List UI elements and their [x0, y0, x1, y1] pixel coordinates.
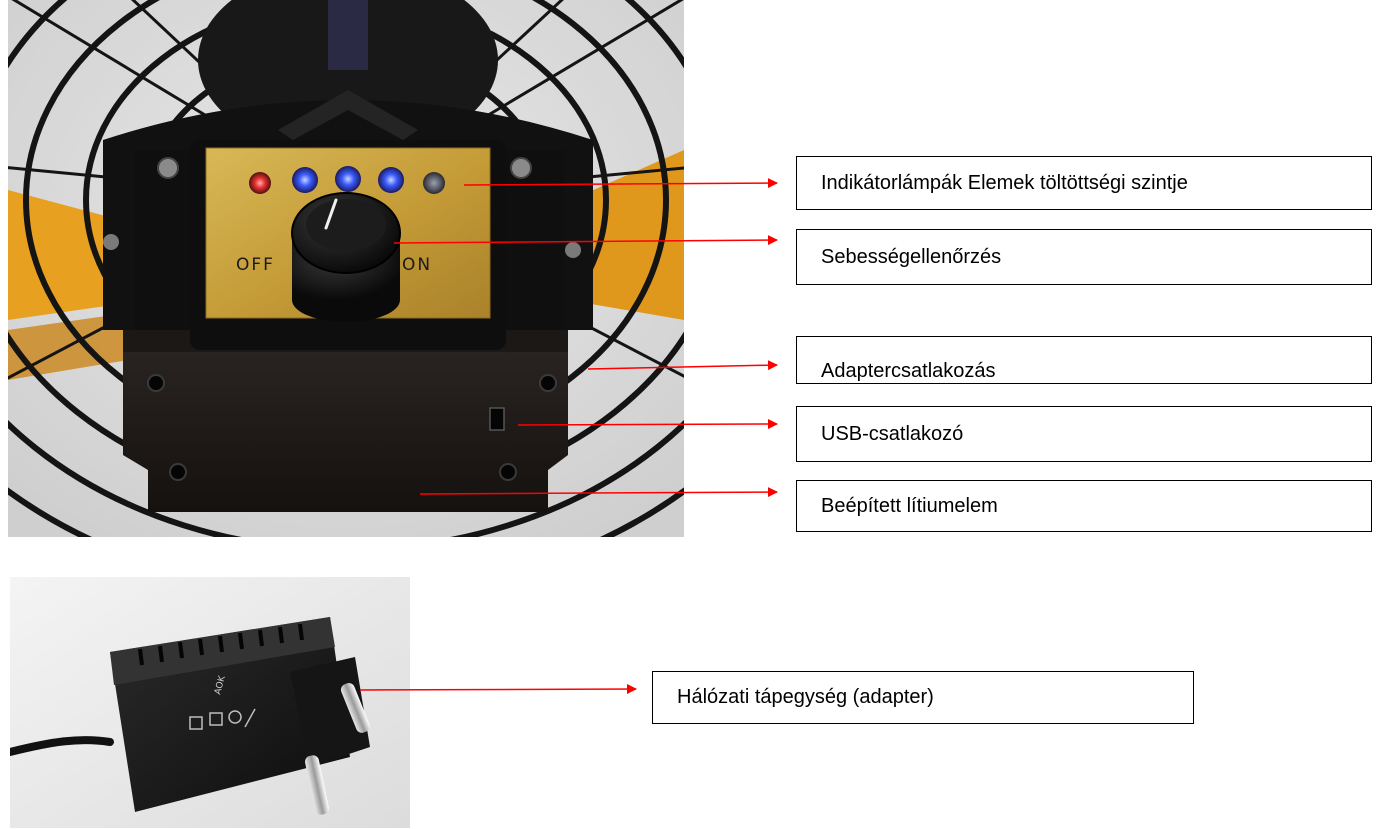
label-lithium-battery: Beépített lítiumelem [796, 480, 1372, 532]
off-text: OFF [236, 255, 275, 275]
fan-photo: OFF ON [8, 0, 684, 537]
led-blue-1 [292, 167, 318, 193]
adapter-pin-bottom [305, 755, 329, 815]
label-usb-connector: USB-csatlakozó [796, 406, 1372, 462]
label-power-adapter: Hálózati tápegység (adapter) [652, 671, 1194, 724]
label-indicator-lamps: Indikátorlámpák Elemek töltöttségi szint… [796, 156, 1372, 210]
adapter-pin-top [340, 683, 370, 733]
led-blue-3 [378, 167, 404, 193]
led-red [249, 172, 271, 194]
label-speed-control: Sebességellenőrzés [796, 229, 1372, 285]
led-off [423, 172, 445, 194]
led-blue-2 [335, 166, 361, 192]
adapter-photo: AOK [10, 577, 410, 828]
label-adapter-connection: Adaptercsatlakozás [796, 336, 1372, 384]
on-text: ON [402, 255, 432, 275]
